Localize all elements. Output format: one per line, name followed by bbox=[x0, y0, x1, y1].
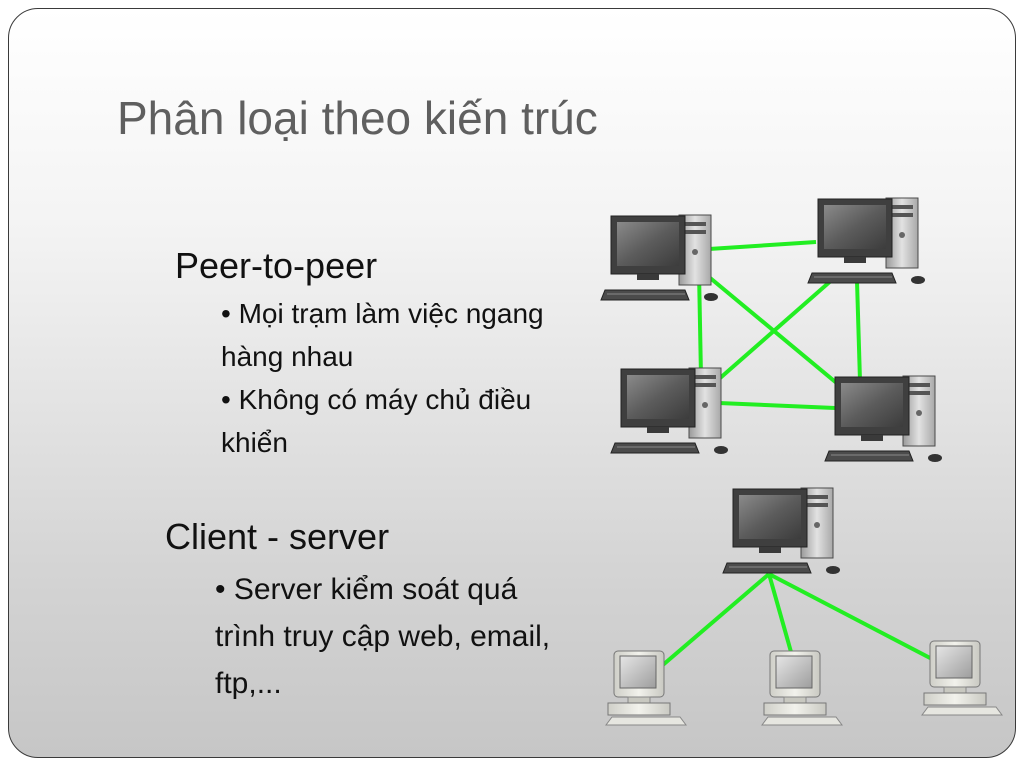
client-middle bbox=[761, 650, 843, 726]
network-link bbox=[717, 277, 835, 381]
bullet-item: • Server kiểm soát quá trình truy cập we… bbox=[215, 573, 551, 700]
client-server-bullets: • Server kiểm soát quá trình truy cập we… bbox=[215, 566, 555, 707]
desktop-computer-icon bbox=[807, 197, 925, 284]
desktop-computer-icon bbox=[600, 214, 718, 301]
bullet-item: • Mọi trạm làm việc ngang hàng nhau bbox=[221, 298, 544, 372]
network-link bbox=[767, 573, 795, 660]
peer-bottom-right bbox=[824, 375, 942, 462]
peer-top-right bbox=[807, 197, 925, 284]
network-link bbox=[855, 280, 862, 382]
peer-top-left bbox=[600, 214, 718, 301]
network-diagram bbox=[600, 197, 1003, 726]
client-computer-icon bbox=[921, 640, 1003, 716]
network-link bbox=[655, 572, 771, 672]
network-link bbox=[697, 270, 703, 378]
network-link bbox=[718, 401, 836, 410]
desktop-computer-icon bbox=[824, 375, 942, 462]
network-link bbox=[768, 572, 933, 661]
server bbox=[722, 487, 840, 574]
network-link bbox=[708, 240, 817, 251]
section-heading-peer-to-peer: Peer-to-peer bbox=[175, 245, 378, 286]
client-left bbox=[605, 650, 687, 726]
client-computer-icon bbox=[761, 650, 843, 726]
peer-to-peer-bullets: • Mọi trạm làm việc ngang hàng nhau • Kh… bbox=[221, 292, 561, 464]
client-right bbox=[921, 640, 1003, 716]
desktop-computer-icon bbox=[722, 487, 840, 574]
network-links bbox=[655, 240, 933, 672]
bullet-item: • Không có máy chủ điều khiển bbox=[221, 384, 532, 458]
section-heading-client-server: Client - server bbox=[165, 516, 390, 557]
slide: Phân loại theo kiến trúc Peer-to-peer • … bbox=[8, 8, 1016, 758]
peer-bottom-left bbox=[610, 367, 728, 454]
client-computer-icon bbox=[605, 650, 687, 726]
slide-title: Phân loại theo kiến trúc bbox=[117, 92, 598, 144]
desktop-computer-icon bbox=[610, 367, 728, 454]
